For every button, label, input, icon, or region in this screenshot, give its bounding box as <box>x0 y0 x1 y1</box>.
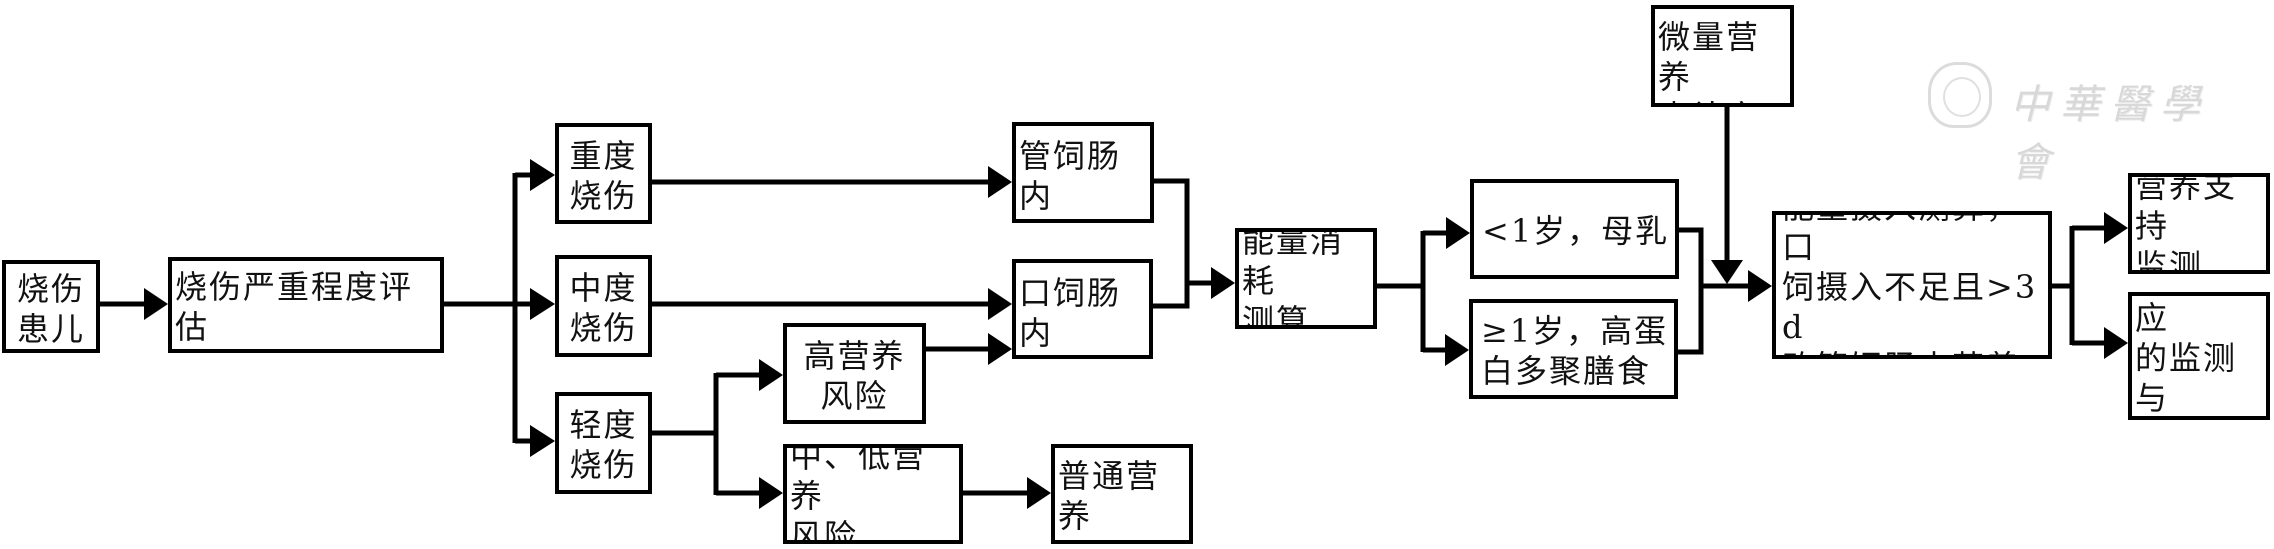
node-severe-burn: 重度 烧伤 <box>555 123 652 224</box>
arrowhead <box>988 288 1012 320</box>
arrowhead <box>2104 327 2128 359</box>
node-energy-intake: 能量摄入测算，口 饲摄入不足且>3 d 改管饲肠内营养 <box>1772 211 2052 359</box>
node-patient: 烧伤 患儿 <box>2 260 100 353</box>
arrowhead <box>988 166 1012 198</box>
arrowhead <box>530 159 555 191</box>
node-energy-expenditure: 能量消耗 测算 <box>1235 228 1377 329</box>
watermark: 中華醫學會 <box>1928 62 2228 186</box>
watermark-text: 中華醫學會 <box>2010 82 2210 186</box>
node-monitoring: 营养支持 监测 <box>2128 173 2270 274</box>
edge-age-merge <box>1677 227 1704 355</box>
node-oral-feeding: 口饲肠内 营养 <box>1012 259 1153 359</box>
node-mid-low-risk: 中、低营养 风险 <box>783 444 963 544</box>
arrowhead <box>1748 270 1772 302</box>
arrowhead <box>1211 267 1235 299</box>
edge-tube-merge <box>1153 178 1190 309</box>
arrowhead <box>988 333 1012 365</box>
arrowhead <box>530 288 555 320</box>
node-under-one: <1岁，母乳 <box>1470 179 1679 279</box>
node-normal-nutrition: 普通营养 <box>1051 444 1193 544</box>
arrowhead <box>1711 260 1743 284</box>
node-mild-burn: 轻度 烧伤 <box>555 392 652 494</box>
arrowhead <box>1446 217 1470 249</box>
arrowhead <box>2104 212 2128 244</box>
node-high-risk: 高营养 风险 <box>783 323 926 424</box>
arrowhead <box>1027 477 1051 509</box>
node-moderate-burn: 中度 烧伤 <box>555 255 652 357</box>
arrowhead <box>530 425 555 457</box>
arrowhead <box>1445 334 1469 366</box>
node-tube-feeding: 管饲肠内 营养 <box>1012 122 1154 223</box>
node-over-one: ≥1岁，高蛋 白多聚膳食 <box>1469 299 1678 399</box>
association-logo-icon <box>1928 62 1992 128</box>
node-assessment: 烧伤严重程度评估 及营养风险筛查 <box>168 257 444 353</box>
arrowhead <box>759 477 783 509</box>
node-micronutrient: 微量营养 素补充 <box>1651 5 1794 107</box>
arrowhead <box>759 359 783 391</box>
arrowhead <box>144 288 168 320</box>
node-adverse-reactions: 不良反应 的监测与 处理 <box>2128 292 2270 420</box>
